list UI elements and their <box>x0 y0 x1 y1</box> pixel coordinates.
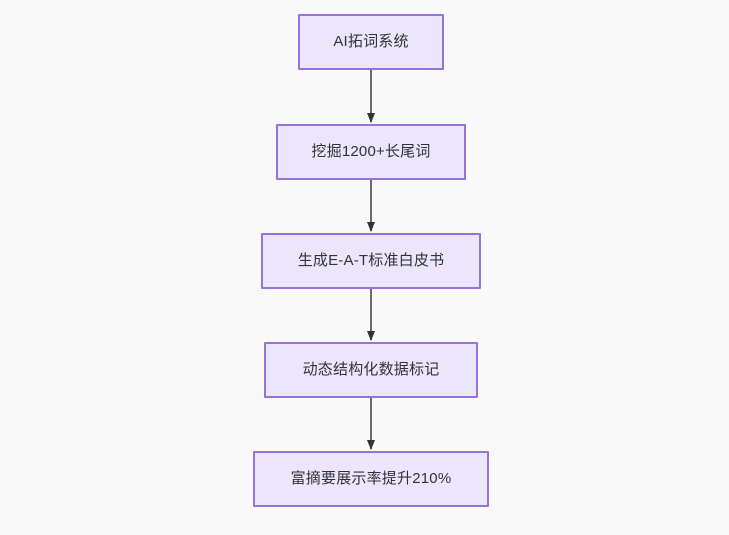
flowchart-node-dynamic-structured-data-markup[interactable]: 动态结构化数据标记 <box>264 342 478 398</box>
node-label: AI拓词系统 <box>333 33 409 50</box>
flowchart-node-mine-longtail-keywords[interactable]: 挖掘1200+长尾词 <box>276 124 466 180</box>
node-label: 富摘要展示率提升210% <box>290 470 452 487</box>
node-label: 动态结构化数据标记 <box>302 361 440 378</box>
flowchart-node-ai-keyword-system[interactable]: AI拓词系统 <box>298 14 444 70</box>
node-label: 挖掘1200+长尾词 <box>311 143 431 160</box>
node-label: 生成E-A-T标准白皮书 <box>297 252 445 269</box>
flowchart-node-generate-eat-whitepaper[interactable]: 生成E-A-T标准白皮书 <box>261 233 481 289</box>
flowchart-node-rich-snippet-impression-lift[interactable]: 富摘要展示率提升210% <box>253 451 489 507</box>
